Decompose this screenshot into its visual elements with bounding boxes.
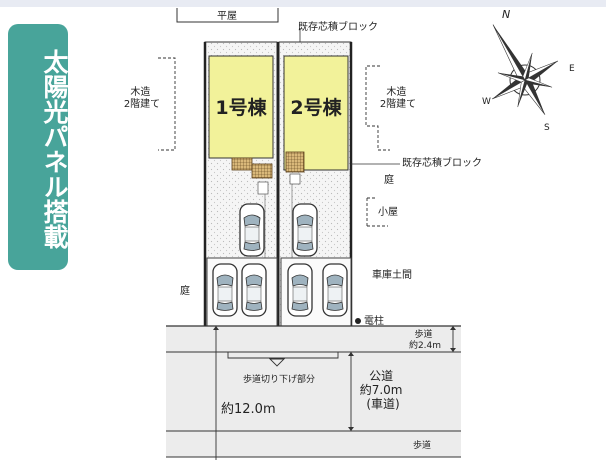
public-road-line2: 約7.0m <box>360 382 403 397</box>
building-2 <box>283 55 349 171</box>
compass-north: N <box>502 8 510 21</box>
pole-label: 電柱 <box>364 314 384 327</box>
wood-right-label: 木造 2階建て <box>380 85 416 110</box>
car <box>287 263 313 317</box>
flat-house-label: 平屋 <box>217 10 237 22</box>
wood-right-line1: 木造 <box>386 85 406 98</box>
public-road-line3: (車道) <box>366 397 399 411</box>
shed-label: 小屋 <box>378 206 398 218</box>
pole <box>355 318 361 324</box>
wood-right-line2: 2階建て <box>380 97 416 110</box>
compass-rose <box>491 24 559 115</box>
block-wall-right-label: 既存芯積ブロック <box>402 156 482 169</box>
flat-house-outline <box>176 8 279 23</box>
building-2-label: 2号棟 <box>290 96 342 119</box>
car <box>212 263 238 317</box>
building-1 <box>208 55 274 159</box>
sidewalk-top-line1: 歩道 <box>415 328 433 340</box>
garden-right-label: 庭 <box>384 173 394 186</box>
sidewalk-top-label: 歩道 約2.4m <box>409 328 441 351</box>
car <box>239 203 265 257</box>
public-road-line1: 公道 <box>369 369 393 383</box>
car <box>241 263 267 317</box>
total-width-label: 約12.0m <box>221 402 276 417</box>
wood-left-line2: 2階建て <box>124 97 160 110</box>
road <box>166 326 461 457</box>
solar-badge <box>8 24 68 270</box>
wood-left-line1: 木造 <box>130 85 150 98</box>
wood-left-label: 木造 2階建て <box>124 85 160 110</box>
cars <box>212 203 348 317</box>
compass-west: W <box>482 97 491 107</box>
garage-label: 車庫土間 <box>372 268 412 281</box>
car <box>322 263 348 317</box>
car <box>292 203 318 257</box>
sidewalk-top-line2: 約2.4m <box>409 339 441 351</box>
building-1-label: 1号棟 <box>215 96 267 119</box>
garden-left-label: 庭 <box>180 284 190 297</box>
block-wall-top-label: 既存芯積ブロック <box>298 20 378 33</box>
compass-east: E <box>569 64 575 74</box>
solar-grid-2 <box>285 151 305 173</box>
top-band <box>0 0 606 7</box>
sidewalk-bottom-label: 歩道 <box>413 439 431 451</box>
curb-cut-label: 歩道切り下げ部分 <box>243 373 315 385</box>
solar-grid-1a <box>231 157 253 171</box>
solar-grid-1b <box>251 163 273 179</box>
compass-south: S <box>544 123 550 133</box>
solar-badge-text: 太陽光パネル搭載 <box>40 49 69 249</box>
public-road-label: 公道 約7.0m (車道) <box>360 369 407 411</box>
